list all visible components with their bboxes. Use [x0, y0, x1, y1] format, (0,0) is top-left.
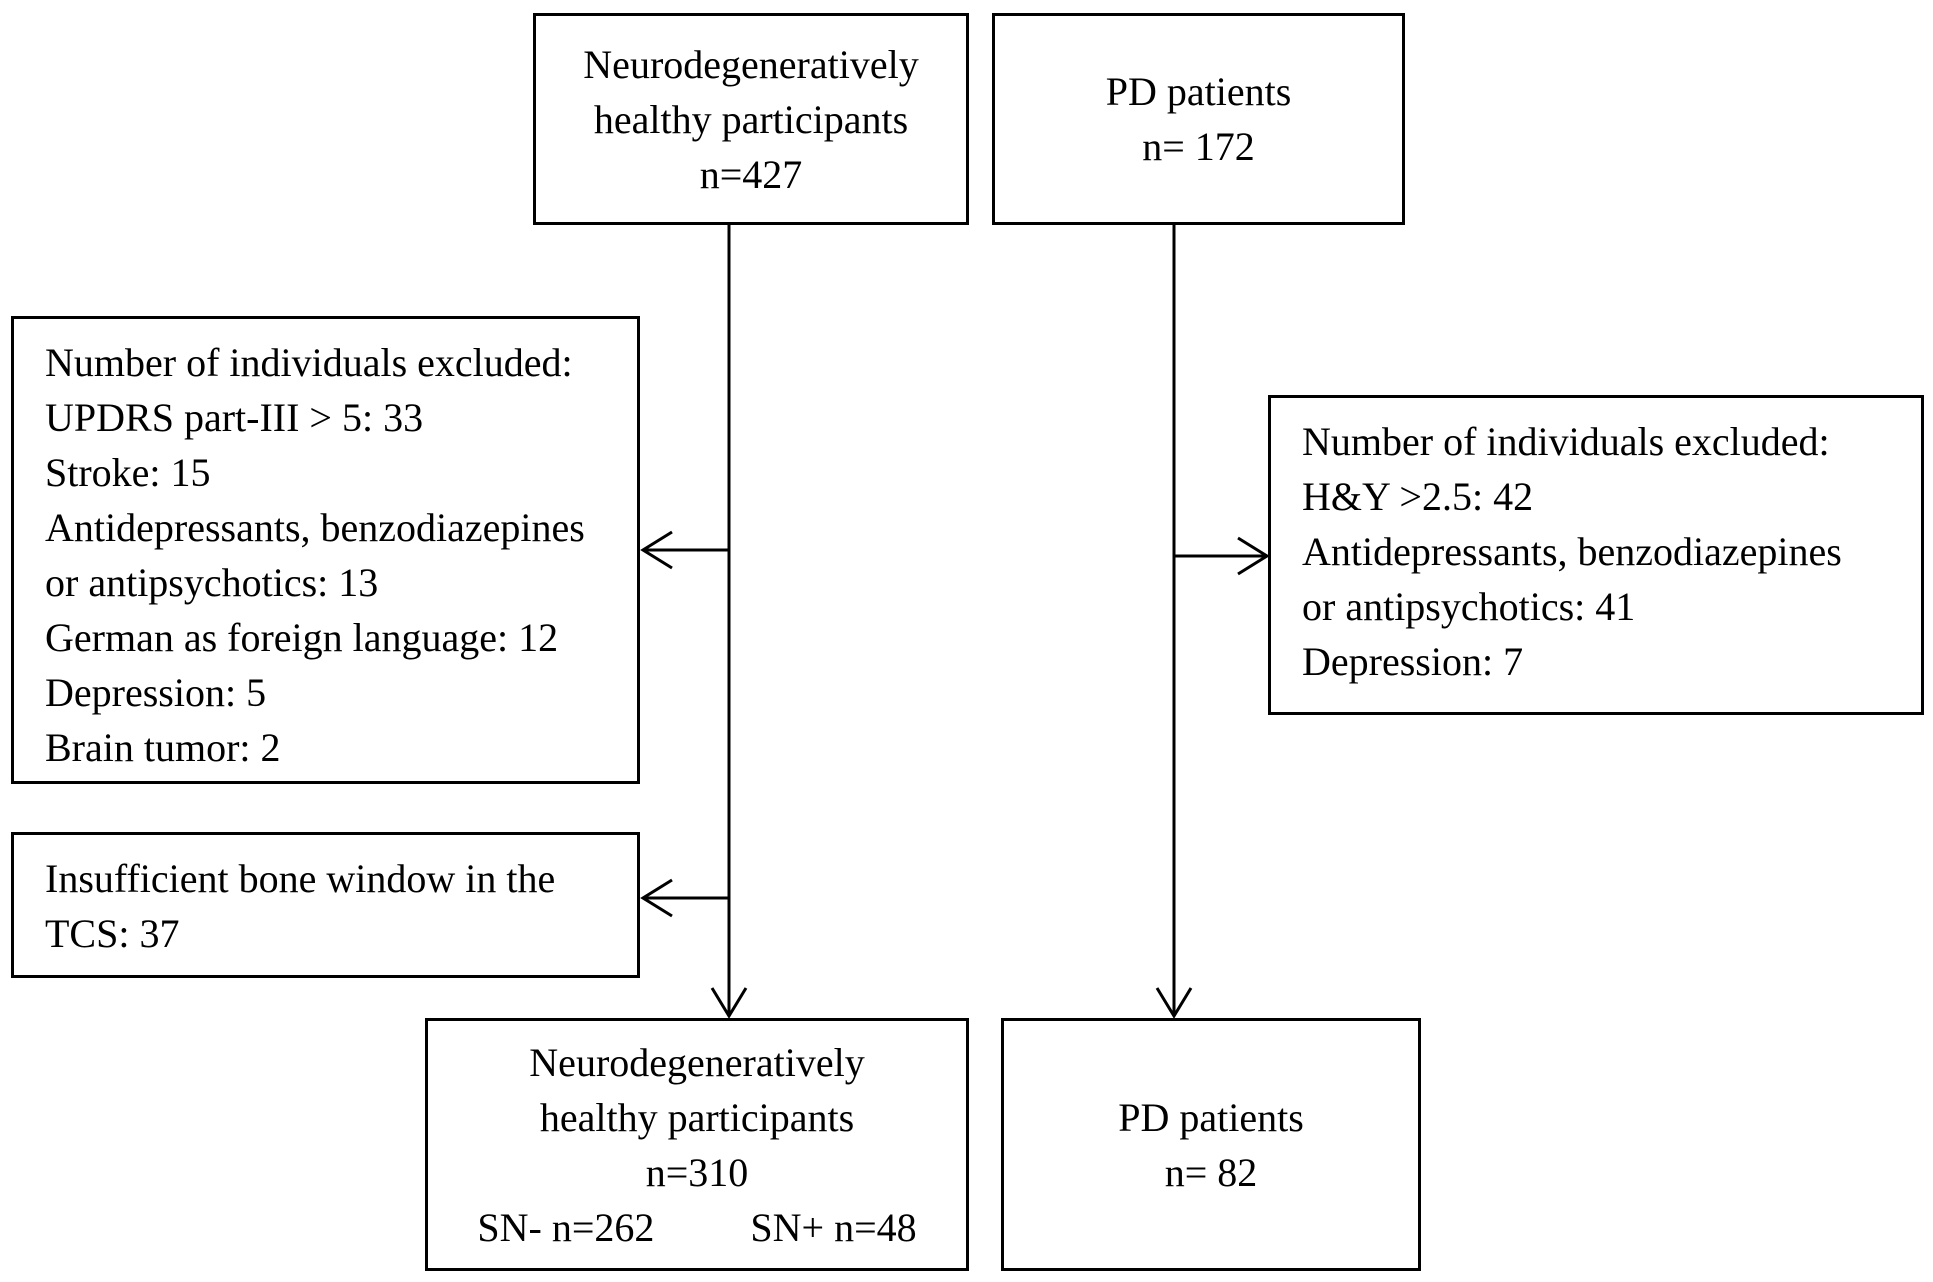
exclusion-item: Stroke: 15: [45, 450, 211, 495]
bone-window-box: Insufficient bone window in the TCS: 37: [11, 832, 640, 978]
healthy-excluded-box: Number of individuals excluded: UPDRS pa…: [11, 316, 640, 784]
pd-final-count: n= 82: [1164, 1149, 1258, 1195]
healthy-final-line: healthy participants: [539, 1094, 855, 1140]
exclusion-heading: Number of individuals excluded:: [45, 340, 573, 385]
sn-positive-count: SN+ n=48: [750, 1204, 917, 1250]
healthy-final-line: Neurodegeneratively: [529, 1039, 865, 1085]
healthy-final-arrowhead: [710, 987, 748, 1019]
pd-start-box: PD patients n= 172: [992, 13, 1405, 225]
sn-negative-count: SN- n=262: [477, 1204, 655, 1250]
bone-window-line: Insufficient bone window in the: [45, 856, 556, 901]
exclusion-item: or antipsychotics: 13: [45, 560, 379, 605]
pd-start-line: PD patients: [1105, 69, 1292, 114]
pd-final-line: PD patients: [1118, 1094, 1304, 1140]
exclusion-item: H&Y >2.5: 42: [1302, 474, 1534, 519]
exclusion-heading: Number of individuals excluded:: [1302, 419, 1830, 464]
healthy-start-count: n=427: [699, 151, 803, 197]
bone-window-arrowhead: [640, 878, 673, 918]
healthy-final-count: n=310: [645, 1149, 749, 1195]
healthy-start-box: Neurodegeneratively healthy participants…: [533, 13, 969, 225]
healthy-start-line: Neurodegeneratively: [583, 41, 919, 87]
healthy-final-box: Neurodegeneratively healthy participants…: [425, 1018, 969, 1271]
exclusion-item: Antidepressants, benzodiazepines: [45, 505, 585, 550]
exclusion-item: German as foreign language: 12: [45, 615, 559, 660]
exclusion-item: Brain tumor: 2: [45, 725, 281, 770]
exclusion-item: or antipsychotics: 41: [1302, 584, 1636, 629]
sn-subgroups: SN- n=262 SN+ n=48: [477, 1200, 916, 1255]
exclusion-item: Depression: 5: [45, 670, 267, 715]
healthy-exclusion-arrowhead: [640, 530, 673, 570]
pd-exclusion-arrowhead: [1237, 536, 1270, 576]
exclusion-item: Depression: 7: [1302, 639, 1524, 684]
exclusion-item: Antidepressants, benzodiazepines: [1302, 529, 1842, 574]
pd-final-arrowhead: [1155, 987, 1193, 1019]
exclusion-item: UPDRS part-III > 5: 33: [45, 395, 424, 440]
pd-excluded-box: Number of individuals excluded: H&Y >2.5…: [1268, 395, 1924, 715]
bone-window-line: TCS: 37: [45, 911, 180, 956]
pd-start-count: n= 172: [1142, 124, 1255, 169]
healthy-start-line: healthy participants: [593, 96, 909, 142]
pd-final-box: PD patients n= 82: [1001, 1018, 1421, 1271]
